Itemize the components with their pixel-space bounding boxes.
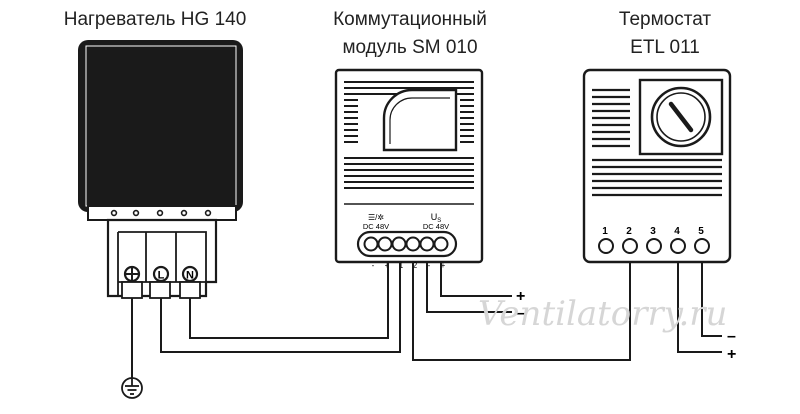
- heater-terminal-n: N: [181, 265, 199, 283]
- module-title-line2: модуль SM 010: [342, 37, 478, 58]
- thermostat-terminal-label: 3: [650, 226, 656, 237]
- switching-module: ☰/✲ DC 48V US DC 48V - + 1 2 - +: [334, 68, 484, 270]
- module-title-line1: Коммутационный: [333, 9, 487, 30]
- thermostat-plus-label: +: [727, 346, 736, 363]
- thermostat-terminal-label: 5: [698, 226, 704, 237]
- module-right-vents: [460, 99, 474, 143]
- heater-title: Нагреватель HG 140: [40, 6, 270, 34]
- thermostat: 1 2 3 4 5: [582, 68, 732, 264]
- module-terminal-label: 2: [413, 261, 418, 270]
- heater-mount-dots: [110, 209, 212, 217]
- module-plus-label: +: [516, 288, 525, 305]
- watermark: Ventilatorry.ru: [478, 294, 727, 334]
- heater-terminal-pe: [123, 265, 141, 283]
- thermostat-vents: [592, 88, 722, 197]
- thermostat-terminal-circles: [598, 238, 710, 254]
- heater-terminal-l: L: [152, 265, 170, 283]
- thermostat-title-line1: Термостат: [618, 9, 712, 30]
- module-terminal-label: 1: [399, 261, 404, 270]
- svg-text:L: L: [158, 270, 165, 282]
- module-label-right-symbol: US: [431, 212, 442, 224]
- module-left-vents: [344, 99, 358, 143]
- module-window: [382, 88, 458, 152]
- module-terminal-label: -: [428, 261, 431, 270]
- svg-text:N: N: [186, 270, 194, 282]
- heater-fins: [88, 46, 234, 206]
- module-terminal-circles: [363, 236, 449, 252]
- thermostat-terminal-label: 4: [674, 226, 680, 237]
- thermostat-title: Термостат ETL 011: [570, 6, 760, 62]
- module-label-left-symbol: ☰/✲: [368, 213, 384, 222]
- thermostat-title-line2: ETL 011: [630, 37, 700, 58]
- thermostat-terminal-label: 1: [602, 226, 608, 237]
- ground-icon: [121, 377, 143, 399]
- module-label-left-dc: DC 48V: [363, 222, 389, 231]
- thermostat-dial[interactable]: [650, 86, 712, 148]
- heater: L N: [78, 40, 243, 299]
- module-terminal-label: -: [372, 261, 375, 270]
- thermostat-terminal-label: 2: [626, 226, 632, 237]
- heater-title-text: Нагреватель HG 140: [63, 9, 247, 30]
- thermostat-minus-label: –: [727, 328, 736, 345]
- module-label-right-dc: DC 48V: [423, 222, 449, 231]
- module-title: Коммутационный модуль SM 010: [300, 6, 520, 62]
- module-bottom-vents: [344, 157, 474, 189]
- module-minus-label: –: [516, 305, 525, 322]
- wiring: [131, 262, 722, 378]
- module-terminal-label: +: [441, 261, 446, 270]
